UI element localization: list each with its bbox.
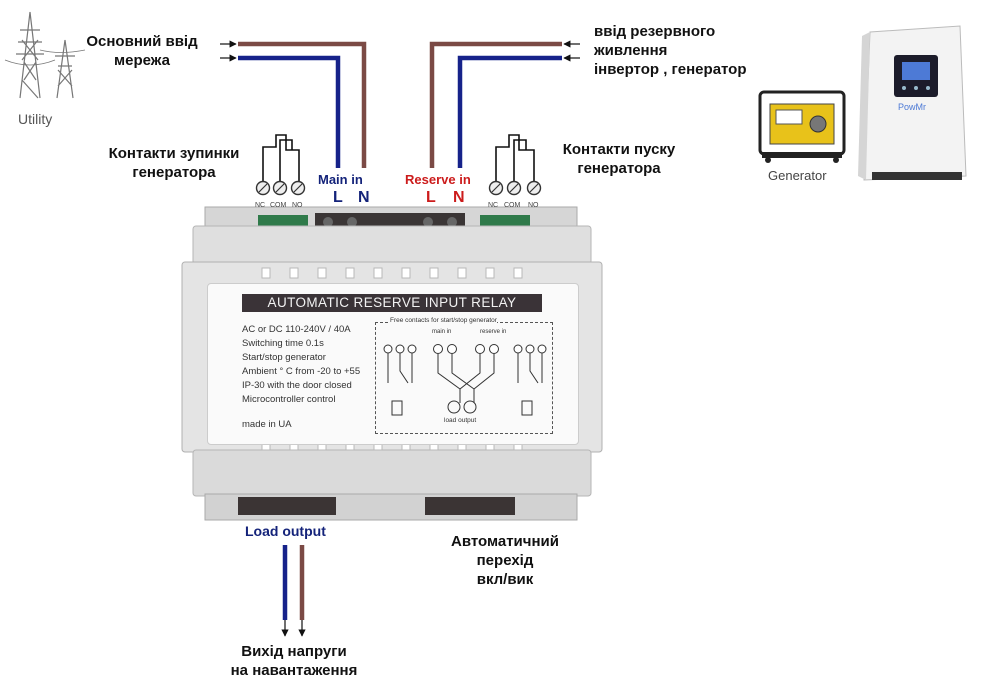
stop-contacts-label: Контакти зупинки генератора [94, 144, 254, 182]
utility-pylon-icon [4, 11, 86, 99]
generator-label: Generator [768, 168, 827, 183]
stop-contacts-wiring [262, 134, 300, 182]
reserve-in-label: Reserve in [405, 172, 471, 187]
main-in-l-label: L [333, 189, 343, 206]
output-voltage-label-line1: Вихід напруги [241, 643, 347, 660]
stop-no-label: NO [292, 202, 303, 209]
device-made-in: made in UA [242, 419, 292, 430]
main-in-n-label: N [358, 189, 370, 206]
start-no-label: NO [528, 202, 539, 209]
utility-label: Utility [18, 111, 53, 127]
reserve-supply-label: ввід резервного живлення інвертор , гене… [594, 22, 747, 79]
stop-contact-terminals [255, 180, 306, 196]
reserve-in-wires [429, 41, 562, 168]
main-in-arrows [220, 40, 237, 62]
device-schematic: Free contacts for start/stop generator m… [375, 317, 553, 434]
reserve-supply-label-line2: живлення [594, 42, 668, 59]
main-grid-label-line2: мережа [114, 52, 170, 69]
device-spec-start-stop: Start/stop generator [242, 352, 326, 363]
stop-contacts-label-line2: генератора [132, 164, 216, 181]
reserve-in-n-label: N [453, 189, 465, 206]
main-grid-label: Основний ввід мережа [72, 32, 212, 70]
start-contacts-wiring [495, 134, 535, 182]
stop-contacts-label-line1: Контакти зупинки [108, 145, 240, 162]
main-in-brown-wire [238, 41, 367, 168]
reserve-in-blue-wire [457, 55, 562, 168]
main-grid-label-line1: Основний ввід [86, 33, 198, 50]
inverter-brand-label: PowMr [898, 102, 927, 112]
auto-switch-label-line3: вкл/вик [476, 571, 534, 588]
output-voltage-label-line2: на навантаження [230, 662, 358, 679]
main-in-wires [238, 41, 367, 168]
inverter-image [858, 25, 967, 181]
main-in-blue-wire [238, 55, 341, 168]
device-spec-voltage: AC or DC 110-240V / 40A [242, 324, 351, 335]
start-contacts-label-line2: генератора [577, 160, 661, 177]
output-voltage-label: Вихід напруги на навантаження [214, 642, 374, 680]
relay-front-plate: AUTOMATIC RESERVE INPUT RELAY AC or DC 1… [207, 283, 579, 445]
load-output-arrows [281, 620, 306, 637]
load-output-wires [282, 545, 305, 620]
schematic-reserve-in: reserve in [480, 329, 507, 335]
main-in-label: Main in [318, 172, 363, 187]
schematic-load-output: load output [444, 417, 477, 424]
start-contacts-label-line1: Контакти пуску [562, 141, 676, 158]
stop-nc-label: NC [255, 202, 266, 209]
load-output-label: Load output [245, 523, 326, 539]
schematic-main-in: main in [432, 329, 452, 335]
auto-switch-label: Автоматичний перехід вкл/вик [430, 532, 580, 589]
device-spec-ip: IP-30 with the door closed [242, 380, 352, 391]
reserve-in-brown-wire [429, 41, 562, 168]
auto-switch-label-line2: перехід [476, 552, 534, 569]
stop-com-label: COM [270, 202, 287, 209]
device-title: AUTOMATIC RESERVE INPUT RELAY [242, 294, 542, 312]
generator-image [758, 90, 846, 163]
reserve-supply-label-line3: інвертор , генератор [594, 61, 747, 78]
schematic-title: Free contacts for start/stop generator [390, 317, 497, 324]
auto-switch-label-line1: Автоматичний [451, 533, 559, 550]
device-spec-control: Microcontroller control [242, 394, 336, 405]
start-contact-terminals [488, 180, 542, 196]
housing-vents-bottom [261, 439, 523, 451]
housing-vents-top [261, 267, 523, 279]
start-contacts-label: Контакти пуску генератора [544, 140, 694, 178]
start-nc-label: NC [488, 202, 499, 209]
schematic-drawing [383, 344, 547, 416]
reserve-in-l-label: L [426, 189, 436, 206]
reserve-in-arrows [563, 40, 580, 62]
reserve-supply-label-line1: ввід резервного [594, 23, 716, 40]
device-spec-switching: Switching time 0.1s [242, 338, 324, 349]
device-spec-ambient: Ambient ° C from -20 to +55 [242, 366, 361, 377]
start-com-label: COM [504, 202, 521, 209]
